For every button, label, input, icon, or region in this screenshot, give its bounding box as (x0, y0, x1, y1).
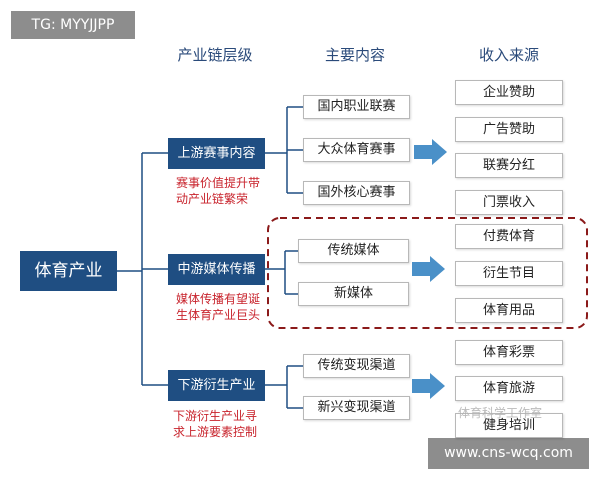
income-item: 健身培训 (455, 413, 563, 438)
income-item: 联赛分红 (455, 153, 563, 178)
note-line: 生体育产业巨头 (176, 308, 261, 322)
content-item: 大众体育赛事 (303, 138, 410, 162)
content-item: 传统变现渠道 (303, 354, 410, 378)
income-item: 门票收入 (455, 190, 563, 215)
tier-upstream: 上游赛事内容 (168, 138, 265, 169)
income-item: 体育彩票 (455, 340, 563, 365)
note-line: 赛事价值提升带 (176, 176, 261, 190)
income-item: 广告赞助 (455, 117, 563, 142)
midstream-highlight (267, 217, 588, 329)
tier-upstream-note: 赛事价值提升带 动产业链繁荣 (176, 175, 260, 207)
credit-watermark: 体育科学工作室 (458, 406, 543, 420)
column-header-content: 主要内容 (324, 46, 385, 64)
income-item: 体育用品 (455, 298, 563, 323)
column-header-tier: 产业链层级 (177, 46, 253, 64)
content-item: 国外核心赛事 (303, 181, 410, 205)
arrow-right-icon (412, 373, 445, 399)
arrow-right-icon (414, 139, 447, 165)
watermark-bottom-right: www.cns-wcq.com (428, 438, 589, 469)
arrow-right-icon (412, 256, 445, 282)
content-item: 国内职业联赛 (303, 95, 410, 119)
note-line: 媒体传播有望诞 (176, 292, 261, 306)
column-header-income: 收入来源 (478, 46, 539, 64)
watermark-top-left: TG: MYYJJPP (11, 11, 135, 39)
note-line: 动产业链繁荣 (176, 192, 249, 206)
tier-midstream: 中游媒体传播 (168, 254, 265, 285)
note-line: 下游衍生产业寻 (173, 409, 258, 423)
root-node: 体育产业 (20, 251, 117, 291)
content-item: 新兴变现渠道 (303, 396, 410, 420)
content-item: 传统媒体 (298, 239, 409, 263)
tier-midstream-note: 媒体传播有望诞 生体育产业巨头 (176, 291, 260, 323)
income-item: 付费体育 (455, 224, 563, 249)
income-item: 衍生节目 (455, 261, 563, 286)
tier-downstream: 下游衍生产业 (168, 370, 265, 401)
income-item: 企业赞助 (455, 80, 563, 105)
content-item: 新媒体 (298, 282, 409, 306)
note-line: 求上游要素控制 (173, 425, 258, 439)
income-item: 体育旅游 (455, 376, 563, 401)
tier-downstream-note: 下游衍生产业寻 求上游要素控制 (173, 408, 257, 440)
